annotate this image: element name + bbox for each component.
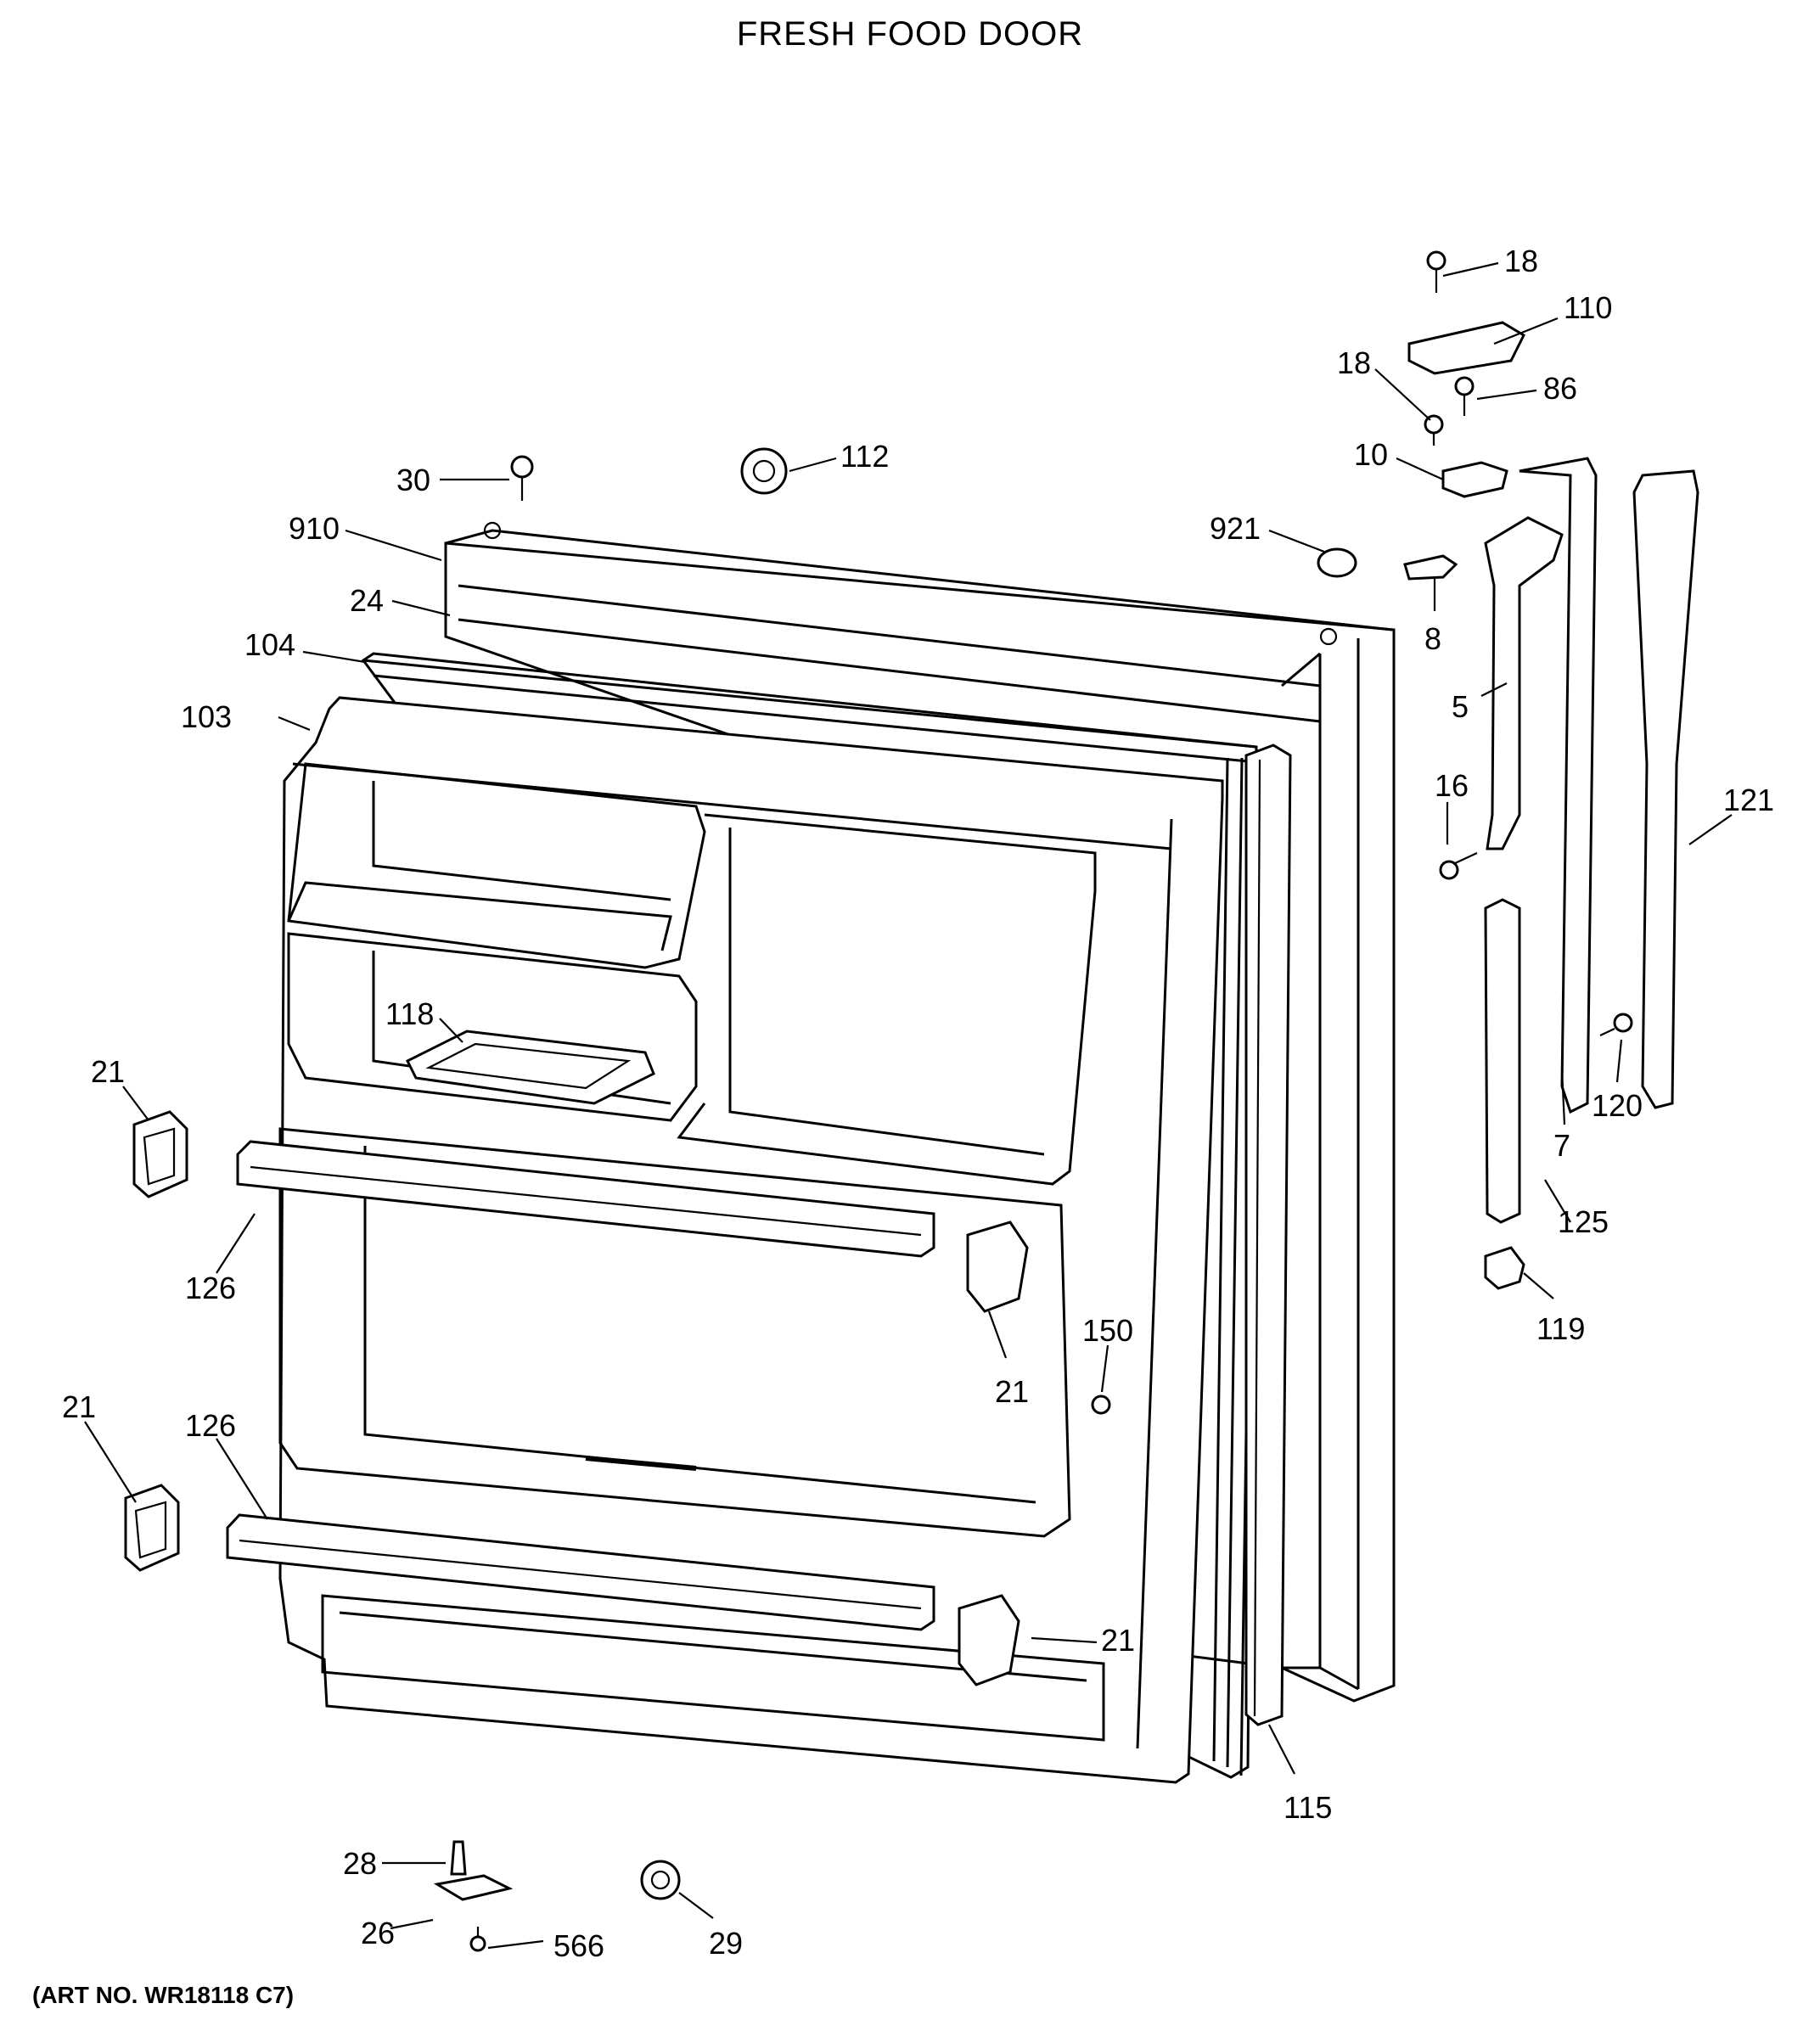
callout-910: 910	[289, 511, 340, 546]
callout-921: 921	[1210, 511, 1261, 546]
door-liner	[278, 696, 1224, 1784]
callout-10: 10	[1354, 437, 1388, 472]
hinge-pin	[450, 1840, 467, 1876]
hinge-plate	[1403, 554, 1458, 581]
screw-18a	[1426, 250, 1446, 293]
leader-lines	[84, 261, 1733, 1950]
callout-7: 7	[1553, 1128, 1570, 1163]
callout-21-upper-right: 21	[995, 1374, 1029, 1409]
callout-118: 118	[385, 996, 434, 1031]
hinge-cover	[1407, 321, 1525, 375]
screw-566	[469, 1927, 486, 1952]
screw-30	[510, 455, 534, 501]
shelf-end-cap-left-lower	[124, 1484, 180, 1572]
door-trim-strip	[1244, 744, 1292, 1726]
callout-26: 26	[361, 1916, 395, 1950]
callout-126-upper: 126	[185, 1271, 236, 1305]
door-shelf-lower	[226, 1513, 935, 1631]
callout-16: 16	[1435, 768, 1469, 803]
screw-18b	[1424, 414, 1444, 446]
diagram-title: FRESH FOOD DOOR	[736, 15, 1084, 53]
callout-119: 119	[1536, 1311, 1585, 1346]
handle-cap	[1632, 469, 1699, 1109]
callout-150: 150	[1082, 1313, 1133, 1348]
screw-150	[1091, 1394, 1111, 1415]
callout-110: 110	[1564, 290, 1612, 325]
callout-21-lower-left: 21	[62, 1389, 96, 1424]
door-shelf-upper	[236, 1140, 935, 1258]
shelf-end-cap-right-lower	[958, 1594, 1020, 1686]
callout-18a: 18	[1504, 244, 1538, 278]
cap-plug	[740, 447, 788, 495]
callout-21-upper-left: 21	[91, 1054, 125, 1089]
screw-120	[1599, 1013, 1633, 1036]
handle-trim	[1519, 457, 1598, 1114]
shelf-end-cap-right-upper	[966, 1221, 1029, 1313]
screw-16	[1439, 852, 1478, 880]
screw-86	[1454, 376, 1475, 416]
callout-112: 112	[840, 439, 889, 474]
door-handle	[1484, 516, 1564, 850]
door-stop	[640, 1860, 681, 1900]
handle-insert	[1484, 898, 1521, 1224]
callout-125: 125	[1558, 1204, 1609, 1239]
hinge-hole-plug	[1317, 547, 1357, 578]
bottom-hinge-plate	[433, 1874, 514, 1901]
callout-126-lower: 126	[185, 1408, 236, 1443]
shelf-end-cap-left-upper	[132, 1110, 188, 1198]
callout-120: 120	[1592, 1088, 1643, 1123]
callout-5: 5	[1452, 689, 1469, 724]
callout-86: 86	[1543, 371, 1577, 406]
art-number: (ART NO. WR18118 C7)	[32, 1982, 295, 2008]
callout-30: 30	[396, 463, 430, 497]
callout-8: 8	[1424, 621, 1441, 656]
callout-566: 566	[553, 1928, 604, 1963]
handle-endcap	[1484, 1246, 1525, 1290]
callout-18b: 18	[1337, 345, 1371, 380]
callout-104: 104	[244, 627, 295, 662]
callout-115: 115	[1284, 1790, 1332, 1825]
callout-21-lower-right: 21	[1101, 1623, 1135, 1658]
callout-121: 121	[1723, 783, 1774, 817]
callout-29: 29	[709, 1926, 743, 1961]
callout-103: 103	[181, 699, 232, 734]
hinge-bracket	[1441, 461, 1508, 498]
callout-24: 24	[350, 583, 384, 618]
callout-28: 28	[343, 1846, 377, 1881]
